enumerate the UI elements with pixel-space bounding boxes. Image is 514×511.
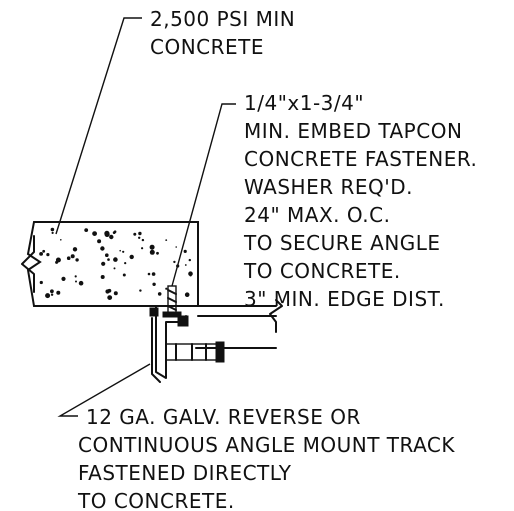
aggregate-speck [50,293,54,296]
aggregate-speck [173,260,176,264]
track-bolt [165,341,225,363]
aggregate-speck [100,246,105,251]
aggregate-speck [113,267,116,270]
aggregate-speck [139,289,142,292]
aggregate-speck [175,246,177,248]
aggregate-speck [151,272,156,276]
aggregate-speck [97,239,102,244]
aggregate-speck [141,247,144,250]
aggregate-speck [104,230,110,236]
aggregate-speck [124,262,127,265]
aggregate-speck [105,289,110,294]
aggregate-speck [100,275,105,279]
aggregate-speck [51,231,54,234]
aggregate-speck [84,228,89,233]
fastener-note: 1/4"x1-3/4" MIN. EMBED TAPCON CONCRETE F… [243,91,484,311]
aggregate-speck [46,253,50,257]
aggregate-speck [60,239,62,241]
aggregate-speck [107,295,113,300]
aggregate-speck [112,231,116,235]
aggregate-speck [61,276,66,281]
aggregate-speck [101,261,106,266]
aggregate-speck [75,280,77,283]
aggregate-speck [184,264,187,266]
aggregate-speck [113,257,118,262]
aggregate-speck [122,273,126,277]
deck-edge-lines [195,299,283,349]
aggregate-speck [113,291,118,296]
concrete-aggregate-speckles [39,227,193,300]
aggregate-speck [184,292,190,298]
aggregate-speck [188,271,193,277]
aggregate-speck [109,234,114,240]
aggregate-speck [165,287,168,290]
aggregate-speck [105,253,109,257]
concrete-note: 2,500 PSI MIN CONCRETE [150,7,302,59]
aggregate-speck [133,232,137,236]
aggregate-speck [152,282,156,286]
aggregate-speck [74,275,77,278]
aggregate-speck [50,289,54,294]
aggregate-speck [129,254,134,260]
aggregate-speck [92,231,97,237]
aggregate-speck [141,238,145,242]
aggregate-speck [39,252,43,256]
aggregate-speck [56,290,61,295]
aggregate-speck [119,249,121,252]
track-note: 12 GA. GALV. REVERSE OR CONTINUOUS ANGLE… [77,405,462,511]
aggregate-speck [165,239,168,242]
aggregate-speck [72,247,78,252]
aggregate-speck [70,254,75,259]
aggregate-speck [75,258,79,262]
aggregate-speck [78,280,84,286]
aggregate-speck [45,293,51,299]
aggregate-speck [188,258,191,262]
aggregate-speck [157,292,162,296]
aggregate-speck [156,251,159,255]
tapcon-fastener [162,285,182,318]
aggregate-speck [39,280,43,285]
aggregate-speck [138,231,142,236]
aggregate-speck [42,249,46,253]
aggregate-speck [122,250,125,253]
leader-lines [55,17,236,417]
aggregate-speck [183,249,187,253]
aggregate-speck [50,227,55,232]
aggregate-speck [189,274,192,277]
aggregate-speck [55,260,59,264]
aggregate-speck [66,256,71,261]
aggregate-speck [149,244,155,250]
concrete-slab [26,221,199,307]
aggregate-speck [138,236,141,239]
aggregate-speck [149,249,155,255]
left-break-line [21,235,35,293]
aggregate-speck [107,258,110,261]
aggregate-speck [147,272,151,276]
